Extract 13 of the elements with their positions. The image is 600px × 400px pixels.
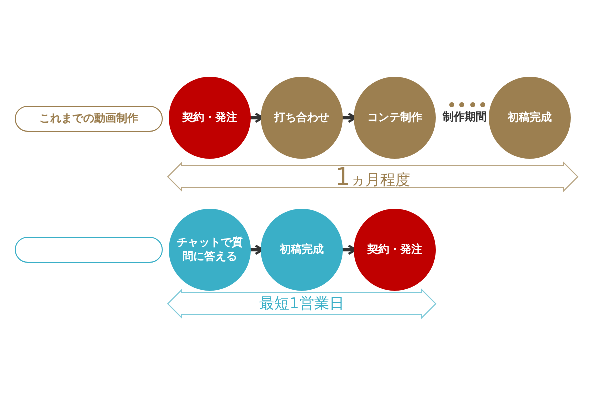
- step-text: 契約・発注: [368, 242, 422, 258]
- duration-label: 1ヵ月程度: [335, 163, 411, 191]
- step-text: チャットで質問に答える: [176, 236, 244, 264]
- step-text: 初稿完成: [280, 242, 324, 258]
- label-pill: [15, 106, 163, 132]
- phase-label: 制作期間: [443, 110, 487, 124]
- step-text: 打ち合わせ: [274, 110, 330, 126]
- step-text: コンテ制作: [368, 110, 422, 126]
- duration-label: 最短1営業日: [260, 294, 344, 314]
- step-text: これまでの動画制作: [40, 112, 138, 126]
- step-text: 契約・発注: [182, 110, 238, 126]
- label-pill: [15, 237, 163, 263]
- step-text: 初稿完成: [508, 110, 552, 126]
